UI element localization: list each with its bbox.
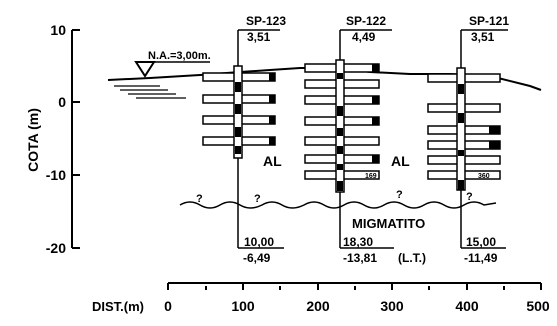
water-level-label: N.A.=3,00m. [148, 50, 211, 62]
borehole-sp-121: SP-121 3,51 15,00 -11,49 360 [427, 14, 509, 265]
soil-label-al: AL [263, 153, 282, 169]
borehole-depth: 18,30 [343, 235, 373, 249]
borehole-top-value: 3,51 [247, 30, 271, 44]
y-tick-label: 0 [58, 94, 66, 110]
contact-question-marks: ? ? ? ? [196, 189, 473, 205]
x-tick-label: 100 [231, 298, 255, 314]
borehole-sp-122: SP-122 4,49 18,30 -13,81 169 [304, 14, 394, 265]
soil-label-al: AL [391, 153, 410, 169]
svg-text:?: ? [396, 189, 403, 201]
borehole-name: SP-123 [246, 14, 286, 28]
x-tick-label: 300 [380, 298, 404, 314]
x-tick-label: 0 [164, 298, 172, 314]
svg-text:?: ? [254, 193, 261, 205]
x-axis [167, 282, 542, 290]
x-axis-label: DIST.(m) [92, 299, 144, 314]
x-tick-label: 500 [526, 298, 550, 314]
svg-text:?: ? [196, 193, 203, 205]
water-level-triangle-icon [134, 61, 156, 78]
y-tick-label: 10 [50, 22, 66, 38]
borehole-bottom-elev: -11,49 [464, 251, 498, 265]
borehole-top-value: 4,49 [352, 30, 376, 44]
borehole-bottom-elev: -6,49 [243, 251, 271, 265]
rock-contact-line [179, 201, 497, 209]
y-tick-label: -10 [46, 167, 66, 183]
y-axis [71, 29, 80, 249]
borehole-depth: 15,00 [466, 235, 496, 249]
sample-tag: 169 [365, 173, 377, 180]
svg-text:?: ? [466, 191, 473, 203]
borehole-top-value: 3,51 [471, 30, 495, 44]
borehole-name: SP-122 [346, 14, 386, 28]
borehole-bottom-elev: -13,81 [343, 251, 377, 265]
water-hatch [114, 85, 186, 99]
borehole-depth: 10,00 [244, 235, 274, 249]
soil-label-migmatito: MIGMATITO [352, 216, 425, 231]
sample-tag: 360 [478, 173, 490, 180]
y-tick-label: -20 [46, 240, 66, 256]
soil-label-lt: (L.T.) [398, 251, 426, 265]
x-tick-label: 200 [306, 298, 330, 314]
y-axis-label: COTA (m) [25, 108, 41, 172]
borehole-sp-123: SP-123 3,51 10,00 -6,49 [202, 14, 286, 265]
x-tick-label: 400 [455, 298, 479, 314]
borehole-name: SP-121 [469, 14, 509, 28]
